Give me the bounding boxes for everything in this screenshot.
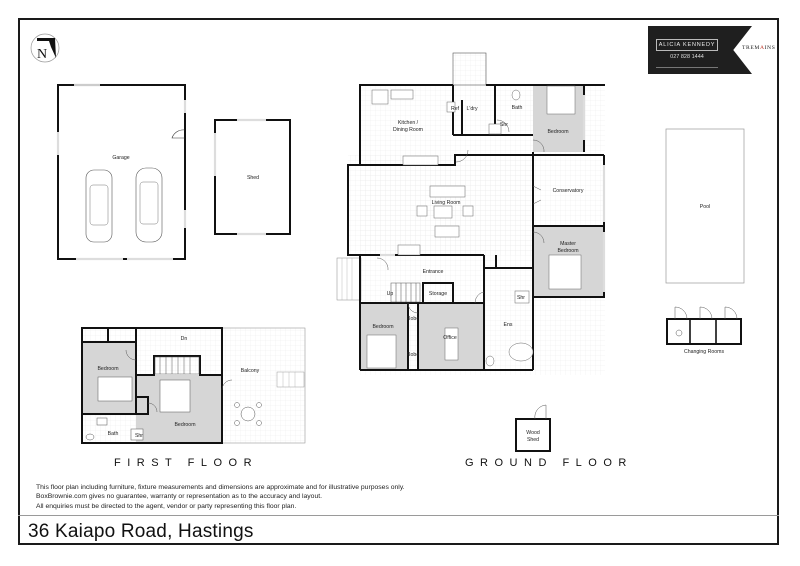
conservatory-label: Conservatory [553, 188, 584, 194]
first-bedroom-1-label: Bedroom [97, 366, 118, 372]
ground-bath-label: Bath [512, 105, 523, 111]
ground-floor-title: GROUND FLOOR [465, 457, 633, 469]
master-bedroom-label-1: Master [560, 241, 576, 247]
wood-shed: Wood Shed [515, 404, 551, 452]
disclaimer-line-2: BoxBrownie.com gives no guarantee, warra… [36, 493, 323, 501]
agency-prefix: TREM [742, 45, 760, 51]
footer-divider [18, 515, 779, 516]
shed: Shed [213, 118, 291, 236]
wood-shed-label-1: Wood [526, 430, 540, 436]
bedroom-north-label: Bedroom [547, 129, 568, 135]
stair-dn-label: Dn [181, 336, 188, 342]
wood-shed-label-2: Shed [527, 437, 539, 443]
ground-floor-plan: Kitchen / Dining Room Ref L'dry Bath Shr… [336, 52, 606, 375]
first-shower-label: Shr [135, 433, 143, 439]
north-arrow-icon: N [30, 33, 60, 63]
agent-phone: 027 828 1444 [670, 54, 704, 60]
disclaimer-line-1: This floor plan including furniture, fix… [36, 484, 405, 491]
agency-suffix: INS [764, 45, 776, 51]
fridge-label: Ref [451, 106, 460, 112]
disclaimer: This floor plan including furniture, fix… [36, 483, 405, 511]
first-bedroom-2-label: Bedroom [174, 422, 195, 428]
ensuite-shower-label: Shr [517, 295, 525, 301]
disclaimer-line-3: All enquiries must be directed to the ag… [36, 502, 297, 510]
compass-letter: N [37, 47, 47, 62]
garage: Garage [56, 83, 187, 261]
laundry-label: L'dry [466, 106, 477, 112]
storage-label: Storage [429, 291, 447, 297]
pool-label: Pool [700, 204, 710, 210]
kitchen-label-2: Dining Room [393, 127, 423, 133]
agent-branding: ALICIA KENNEDY 027 828 1444 TREMAINS [648, 26, 782, 74]
first-floor-plan: Dn Bedroom Bedroom Balcony Bath Shr [81, 327, 306, 444]
office-label: Office [443, 335, 457, 341]
first-floor-title: FIRST FLOOR [114, 457, 259, 469]
agency-accent: A [759, 45, 765, 51]
agency-logo: TREMAINS [742, 45, 775, 51]
robe-2-label: Robe [407, 352, 420, 358]
master-bedroom-label-2: Bedroom [557, 248, 578, 254]
property-address: 36 Kaiapo Road, Hastings [28, 521, 254, 542]
bedroom-south-label: Bedroom [372, 324, 393, 330]
shed-label: Shed [247, 175, 259, 181]
garage-label: Garage [112, 155, 129, 161]
stair-up-label: Up [387, 291, 394, 297]
first-bath-label: Bath [108, 431, 119, 437]
page-frame [18, 18, 779, 545]
changing-rooms: Changing Rooms [666, 306, 742, 355]
agent-fine-print [656, 67, 718, 68]
kitchen-label-1: Kitchen / [398, 120, 419, 126]
living-room-label: Living Room [432, 200, 461, 206]
ground-shower-label: Shr [500, 122, 508, 128]
pool: Pool [665, 128, 745, 284]
entrance-label: Entrance [423, 269, 444, 275]
robe-1-label: Robe [407, 316, 420, 322]
balcony-label: Balcony [241, 368, 260, 374]
agent-name: ALICIA KENNEDY [656, 39, 718, 51]
changing-rooms-label: Changing Rooms [684, 349, 724, 355]
ensuite-label: Ens [504, 322, 513, 328]
